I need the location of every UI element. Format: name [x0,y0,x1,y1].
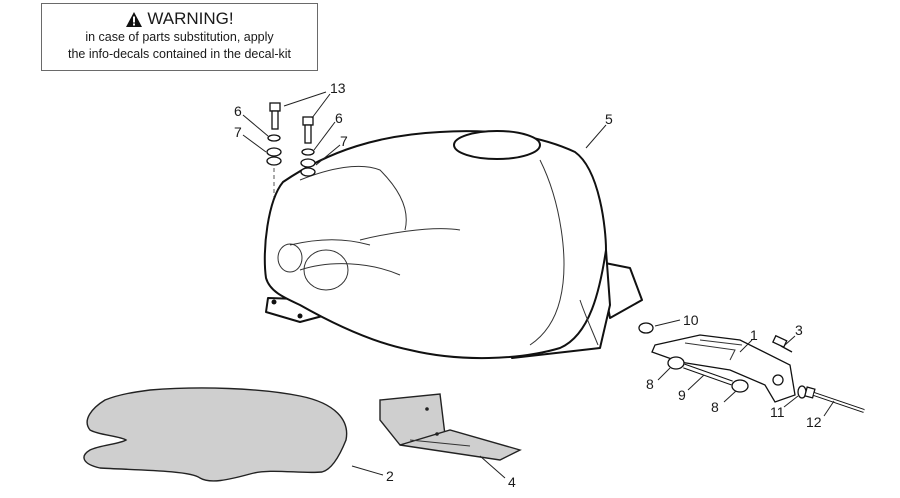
leader-11 [783,395,799,408]
leader-6a [242,114,269,137]
callout-4: 4 [508,474,516,490]
bolt-left [269,102,281,130]
bolt-right [302,116,314,144]
leader-6b [313,121,336,151]
callout-3: 3 [795,322,803,338]
callout-5: 5 [605,111,613,127]
spacer-left [667,356,685,370]
callout-8-left: 8 [646,376,654,392]
leader-7b [315,144,341,166]
callout-7-left: 7 [234,124,242,140]
nut [638,322,654,334]
callout-6-right: 6 [335,110,343,126]
washer-left [267,134,281,142]
pin [683,363,733,386]
leader-5 [585,124,607,149]
warning-title-row: WARNING! [42,9,317,29]
leader-8b [723,390,737,403]
callout-2: 2 [386,468,394,484]
rubber-mount-left [266,147,282,166]
washer-right [301,148,315,156]
leader-12 [823,400,835,417]
leader-7a [242,134,267,153]
tank-gasket-pad [83,387,348,482]
fuel-tank [263,130,643,360]
rubber-mount-right [300,158,316,177]
cover-pad [379,393,522,461]
leader-13b [311,93,331,119]
warning-title: WARNING! [147,9,234,28]
callout-12: 12 [806,414,822,430]
warning-triangle-icon [126,11,143,27]
leader-1 [739,339,753,353]
leader-10 [654,319,681,327]
leader-4 [479,455,506,479]
callout-8-right: 8 [711,399,719,415]
long-bolt [804,386,865,413]
spacer-right [731,379,749,393]
bolt-bracket [772,334,793,353]
callout-7-right: 7 [340,133,348,149]
warning-line-1: in case of parts substitution, apply [85,30,274,44]
warning-line-2: the info-decals contained in the decal-k… [67,47,292,61]
callout-6-left: 6 [234,103,242,119]
callout-1: 1 [750,327,758,343]
callout-9: 9 [678,387,686,403]
leader-8a [657,367,671,381]
callout-13: 13 [330,80,346,96]
callout-10: 10 [683,312,699,328]
callout-11: 11 [770,404,785,420]
leader-3 [784,335,796,346]
leader-9 [687,374,705,391]
leader-2 [351,465,384,476]
warning-box: WARNING! in case of parts substitution, … [41,3,318,71]
leader-13a [283,91,327,107]
